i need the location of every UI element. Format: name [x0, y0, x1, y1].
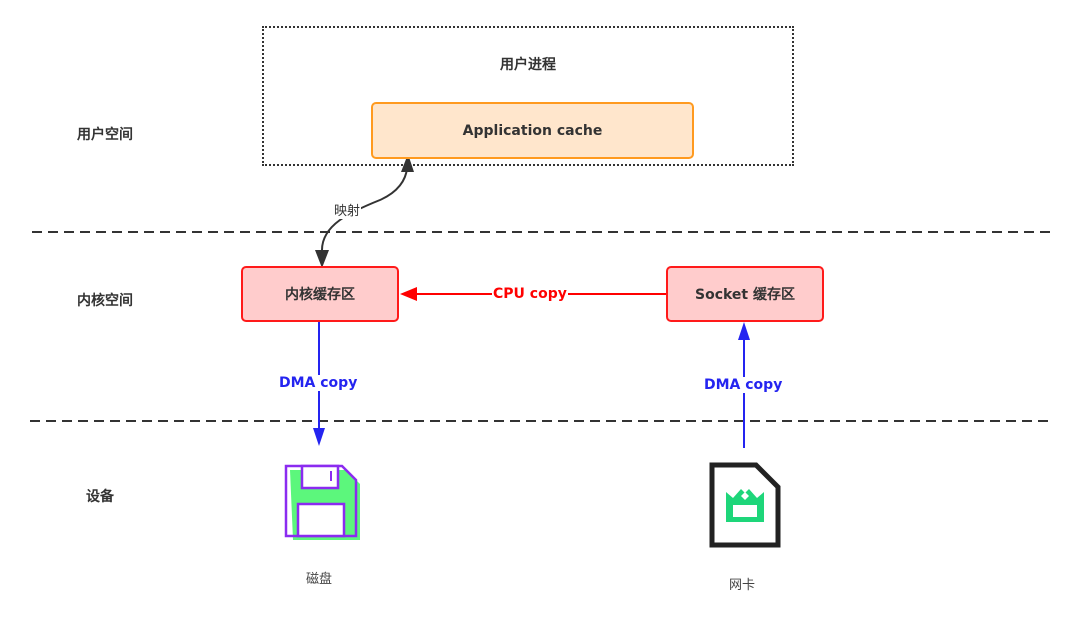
- zone-label-kernel-space: 内核空间: [77, 293, 133, 309]
- mapping-label: 映射: [333, 204, 362, 219]
- zone-label-user-space: 用户空间: [77, 127, 133, 143]
- floppy-disk-icon: [284, 464, 360, 540]
- user-process-label: 用户进程: [500, 57, 556, 73]
- network-card-icon: [709, 462, 781, 548]
- socket-buffer-label: Socket 缓存区: [695, 287, 795, 303]
- application-cache-node[interactable]: Application cache: [371, 102, 694, 159]
- dma-copy-nic-arrowhead: [738, 322, 750, 340]
- cpu-copy-label: CPU copy: [492, 286, 568, 302]
- dma-copy-disk-label: DMA copy: [278, 375, 359, 391]
- mapping-arrowhead-up: [401, 154, 414, 172]
- cpu-copy-arrowhead: [400, 287, 417, 301]
- application-cache-label: Application cache: [462, 122, 603, 139]
- mapping-arrowhead-down: [315, 250, 329, 268]
- nic-caption: 网卡: [729, 578, 756, 593]
- mapping-arrow: [321, 167, 408, 251]
- user-process-container: 用户进程: [262, 26, 794, 166]
- kernel-buffer-label: 内核缓存区: [285, 287, 355, 303]
- disk-caption: 磁盘: [306, 572, 333, 587]
- dma-copy-disk-arrowhead: [313, 428, 325, 446]
- kernel-buffer-node[interactable]: 内核缓存区: [241, 266, 399, 322]
- socket-buffer-node[interactable]: Socket 缓存区: [666, 266, 824, 322]
- dma-copy-nic-label: DMA copy: [703, 377, 784, 393]
- zone-label-devices: 设备: [86, 489, 114, 505]
